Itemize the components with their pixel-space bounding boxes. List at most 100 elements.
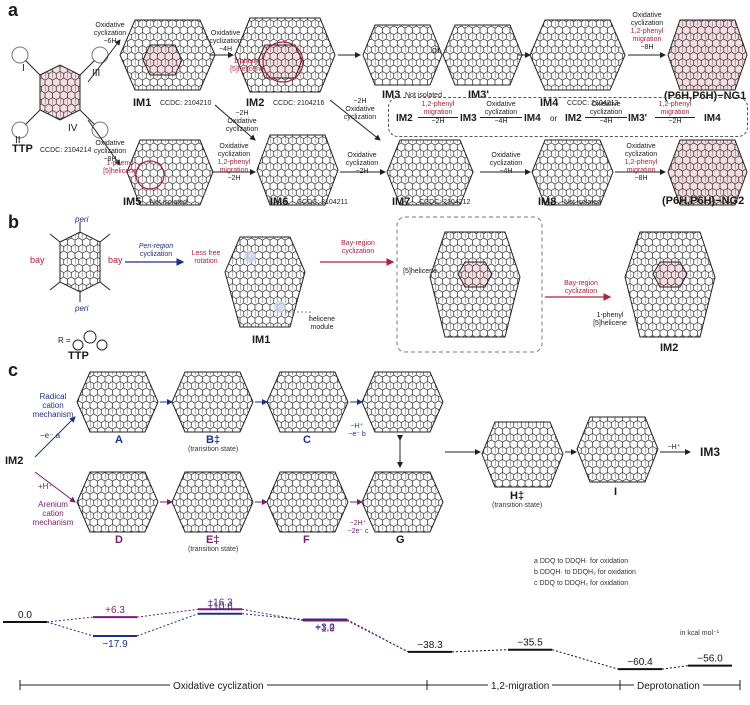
im6-molecule [256, 134, 339, 206]
species-a-label: A [115, 434, 123, 446]
energy-level-label: +3.2 [315, 623, 335, 634]
im7-label: IM7 [392, 196, 411, 208]
species-d [76, 471, 159, 533]
arenium-reagent: +H⁺ [38, 482, 53, 491]
species-i-label: I [614, 486, 618, 498]
energy-connector [46, 621, 94, 637]
panel-c-graphics [34, 371, 691, 533]
im2-ccdc: CCDC: 2104216 [273, 100, 325, 107]
species-b-ts-note: (transition state) [188, 446, 239, 453]
im8-note: Not isolated [564, 199, 601, 206]
im5-note: Not isolated [150, 199, 187, 206]
energy-level-label: +10.6 [207, 602, 233, 613]
arrow-im2-a [34, 416, 76, 458]
panel-a-graphics [11, 17, 748, 206]
species-e-ts-note: (transition state) [188, 546, 239, 553]
box-im3: IM3 [460, 113, 477, 124]
species-e [171, 471, 254, 533]
ng1-molecule [667, 19, 748, 91]
energy-connector [451, 649, 509, 653]
box-im2: IM2 [396, 113, 413, 124]
ttp-arm-iii: III [92, 68, 101, 79]
energy-profile-chart: 0.0+6.3−17.9+16.3+10.6+3.2+1.9−38.3−35.5… [3, 597, 741, 690]
arrow-im2-d [34, 471, 76, 503]
energy-level-label: −35.5 [517, 638, 543, 649]
r-label: R = [58, 336, 71, 345]
im8-molecule [531, 139, 614, 206]
im6-ccdc: CCDC: 2104211 [297, 199, 348, 206]
species-f-label: F [303, 534, 310, 546]
im2-molecule-b [624, 231, 716, 338]
arrow-ttp-im5 [87, 119, 121, 166]
stage-oxidative-cyclization: Oxidative cyclization [170, 681, 267, 692]
im1-ccdc: CCDC: 2104210 [160, 100, 212, 107]
arrow-ttp-im1 [87, 39, 121, 83]
energy-connector [136, 613, 199, 637]
footnote-a: a DDQ to DDQH· for oxidation [534, 558, 629, 565]
bay-left-label: bay [30, 255, 45, 265]
bay-intermediate-box [396, 216, 543, 353]
species-c [266, 371, 349, 433]
im7-molecule [386, 139, 474, 206]
ng1-label: (P6H,P6H)−NG1 [664, 90, 747, 102]
peri-bottom-label: peri [75, 304, 89, 313]
box-im3p: IM3' [628, 113, 648, 124]
species-a [76, 371, 159, 433]
species-h-ts-note: (transition state) [492, 502, 543, 509]
ttp-arm-iv: IV [68, 123, 78, 134]
r-group [72, 330, 108, 351]
species-i [576, 416, 659, 483]
panel-label-c: c [8, 360, 19, 380]
species-f [266, 471, 349, 533]
ttp-arm-i: I [22, 63, 25, 74]
im4-ccdc: CCDC: 2104213 [567, 100, 619, 107]
energy-connector [346, 620, 409, 653]
im2-label: IM2 [246, 97, 265, 109]
species-top-right [361, 371, 444, 433]
arrow-im2-im7 [329, 99, 381, 141]
energy-unit-label: in kcal mol⁻¹ [680, 630, 720, 637]
species-h [481, 421, 564, 488]
energy-level-label: +6.3 [105, 605, 125, 616]
species-d-label: D [115, 534, 123, 546]
energy-level-label: −56.0 [697, 654, 723, 665]
footnote-b: b DDQH· to DDQH₂ for oxidation [534, 569, 636, 576]
stage-migration: 1,2-migration [488, 681, 553, 692]
energy-connector [241, 613, 304, 621]
or-label: or [432, 45, 441, 55]
im8-label: IM8 [538, 196, 557, 208]
intermediate-molecule-b [429, 231, 521, 338]
species-b [171, 371, 254, 433]
im4-label: IM4 [540, 97, 559, 109]
species-g [361, 471, 444, 533]
radical-reagent: −e⁻ a [40, 431, 61, 440]
box-im2-b: IM2 [565, 113, 582, 124]
species-b-label: B‡ [206, 434, 221, 446]
species-c-label: C [303, 434, 311, 446]
im6-label: IM6 [270, 196, 289, 208]
i-to-im3-conditions: −H⁺ [667, 444, 681, 451]
im3-note: Not isolated [405, 92, 442, 99]
stage-deprotonation: Deprotonation [634, 681, 703, 692]
im4-molecule [529, 19, 626, 91]
footnote-c: c DDQ to DDQH₂ for oxidation [534, 580, 629, 587]
im3p-label: IM3' [468, 89, 489, 101]
energy-level-label: 0.0 [18, 610, 32, 621]
species-e-label: E‡ [206, 534, 220, 546]
ng2-label: (P6H,P6H)−NG2 [662, 195, 745, 207]
im5-helicene-note: 1-phenyl [5]helicene [103, 160, 137, 175]
im1-molecule-b [224, 236, 306, 328]
